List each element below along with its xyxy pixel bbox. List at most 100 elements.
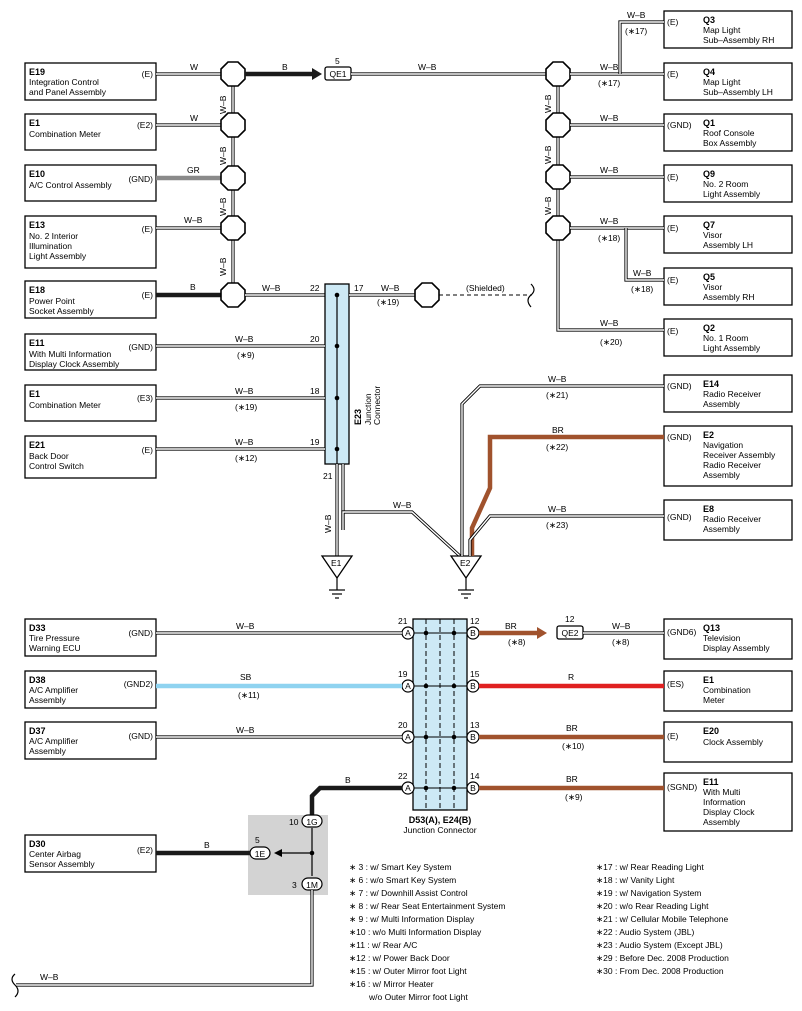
svg-text:BR: BR (566, 723, 578, 733)
component-E10: E10 A/C Control Assembly (GND) (24, 164, 157, 202)
component-Q1: Q1 Roof Console Box Assembly (GND) (663, 113, 793, 152)
svg-text:W–B: W–B (218, 146, 228, 165)
svg-text:Sensor Assembly: Sensor Assembly (29, 859, 95, 869)
svg-text:Clock Assembly: Clock Assembly (703, 737, 764, 747)
svg-text:(E): (E) (142, 445, 154, 455)
svg-text:B: B (190, 282, 196, 292)
svg-text:(GND): (GND) (667, 381, 692, 391)
wire-to-Q9: W–B (570, 165, 664, 179)
svg-text:E14: E14 (703, 379, 719, 389)
component-E2-navigation: E2 Navigation Receiver Assembly Radio Re… (663, 425, 793, 487)
svg-text:(E): (E) (142, 69, 154, 79)
wire-vertical-right-column: W–B W–B W–B W–B (∗20) (543, 86, 664, 347)
svg-text:Q1: Q1 (703, 118, 715, 128)
svg-text:∗ 8 : w/ Rear Seat Entertainme: ∗ 8 : w/ Rear Seat Entertainment System (349, 901, 505, 911)
svg-text:22: 22 (398, 771, 408, 781)
svg-text:Visor: Visor (703, 230, 722, 240)
svg-text:E18: E18 (29, 285, 45, 295)
svg-text:∗15 : w/ Outer Mirror foot Lig: ∗15 : w/ Outer Mirror foot Light (349, 966, 467, 976)
svg-text:QE2: QE2 (561, 628, 578, 638)
svg-text:Assembly: Assembly (29, 695, 67, 705)
component-E1-combination-meter-e3: E1 Combination Meter (E3) (24, 384, 157, 422)
svg-text:∗10 : w/o Multi Information Di: ∗10 : w/o Multi Information Display (349, 927, 482, 937)
svg-text:W–B: W–B (548, 374, 567, 384)
wire-E13-wb: W–B (156, 215, 221, 230)
svg-text:(E): (E) (667, 69, 679, 79)
svg-text:(∗21): (∗21) (546, 390, 568, 400)
wire-brown-to-E11: BR (∗9) (479, 774, 664, 802)
wire-red-to-E1: R (479, 672, 664, 689)
svg-text:10: 10 (289, 817, 299, 827)
junction-connector-D53-E24: D53(A), E24(B) Junction Connector (403, 618, 477, 835)
svg-text:A: A (405, 783, 411, 793)
connector-QE1: QE1 5 (324, 56, 352, 81)
connector-pins-A: A A A A 21 19 20 22 (398, 616, 415, 795)
wire-E11-to-E23: W–B (∗9) 20 (156, 334, 325, 360)
svg-text:D53(A), E24(B): D53(A), E24(B) (409, 815, 472, 825)
svg-text:Back Door: Back Door (29, 451, 69, 461)
svg-text:Display Assembly: Display Assembly (703, 643, 770, 653)
svg-text:Q13: Q13 (703, 623, 720, 633)
svg-text:Q2: Q2 (703, 323, 715, 333)
svg-text:W–B: W–B (323, 514, 333, 533)
svg-text:Roof Console: Roof Console (703, 128, 755, 138)
svg-text:(E3): (E3) (137, 393, 153, 403)
svg-text:B: B (470, 732, 476, 742)
svg-text:Display Clock: Display Clock (703, 807, 755, 817)
wire-E8-to-ground: W–B (∗23) (468, 504, 664, 556)
svg-text:With Multi Information: With Multi Information (29, 349, 111, 359)
svg-text:W–B: W–B (235, 386, 254, 396)
svg-text:Control Switch: Control Switch (29, 461, 84, 471)
svg-text:(∗18): (∗18) (598, 233, 620, 243)
notes-left: ∗ 3 : w/ Smart Key System ∗ 6 : w/o Smar… (349, 862, 505, 1002)
svg-text:D37: D37 (29, 726, 46, 736)
svg-text:19: 19 (310, 437, 320, 447)
svg-text:Assembly: Assembly (703, 524, 741, 534)
svg-text:Tire Pressure: Tire Pressure (29, 633, 80, 643)
svg-text:W–B: W–B (418, 62, 437, 72)
svg-text:(GND2): (GND2) (124, 679, 153, 689)
wire-D33: W–B (156, 621, 402, 635)
svg-text:R: R (568, 672, 574, 682)
svg-text:(E): (E) (667, 172, 679, 182)
svg-text:D38: D38 (29, 675, 46, 685)
svg-text:W–B: W–B (600, 216, 619, 226)
wire-to-Q7: W–B (∗18) W–B (∗18) (570, 216, 664, 294)
svg-text:(E): (E) (142, 224, 154, 234)
svg-text:Connector: Connector (372, 386, 382, 425)
wire-black-to-1G: B (309, 775, 402, 815)
svg-text:∗29 : Before Dec. 2008 Produc: ∗29 : Before Dec. 2008 Production (596, 953, 729, 963)
svg-text:(GND): (GND) (667, 120, 692, 130)
svg-text:(∗22): (∗22) (546, 442, 568, 452)
svg-text:∗30 : From Dec. 2008 Producti: ∗30 : From Dec. 2008 Production (596, 966, 724, 976)
svg-text:18: 18 (310, 386, 320, 396)
svg-text:Display Clock Assembly: Display Clock Assembly (29, 359, 120, 369)
svg-text:W–B: W–B (600, 318, 619, 328)
svg-text:(∗10): (∗10) (562, 741, 584, 751)
svg-text:E1: E1 (29, 389, 40, 399)
svg-text:∗19 : w/ Navigation System: ∗19 : w/ Navigation System (596, 888, 701, 898)
svg-text:Combination Meter: Combination Meter (29, 400, 101, 410)
svg-text:Combination Meter: Combination Meter (29, 129, 101, 139)
svg-text:D33: D33 (29, 623, 46, 633)
svg-text:∗20 : w/o Rear Reading Light: ∗20 : w/o Rear Reading Light (596, 901, 709, 911)
svg-text:Junction Connector: Junction Connector (403, 825, 476, 835)
svg-text:(∗12): (∗12) (235, 453, 257, 463)
wire-E18-black: B (156, 282, 221, 298)
svg-text:(ES): (ES) (667, 679, 684, 689)
svg-text:W–B: W–B (184, 215, 203, 225)
svg-text:With Multi: With Multi (703, 787, 740, 797)
svg-text:A/C Amplifier: A/C Amplifier (29, 685, 78, 695)
component-Q7: Q7 Visor Assembly LH (E) (663, 215, 793, 254)
svg-text:W–B: W–B (543, 94, 553, 113)
svg-text:W–B: W–B (600, 62, 619, 72)
svg-text:Junction: Junction (363, 393, 373, 425)
svg-text:∗22 : Audio System (JBL): ∗22 : Audio System (JBL) (596, 927, 694, 937)
wire-1M-to-left: W–B (11, 890, 314, 998)
svg-text:E19: E19 (29, 67, 45, 77)
svg-text:Light Assembly: Light Assembly (703, 343, 761, 353)
svg-text:Assembly: Assembly (703, 817, 741, 827)
svg-text:No. 2 Interior: No. 2 Interior (29, 231, 78, 241)
component-Q3: Q3 Map Light Sub–Assembly RH (E) (663, 10, 793, 49)
svg-text:∗16 : w/ Mirror Heater: ∗16 : w/ Mirror Heater (349, 979, 434, 989)
